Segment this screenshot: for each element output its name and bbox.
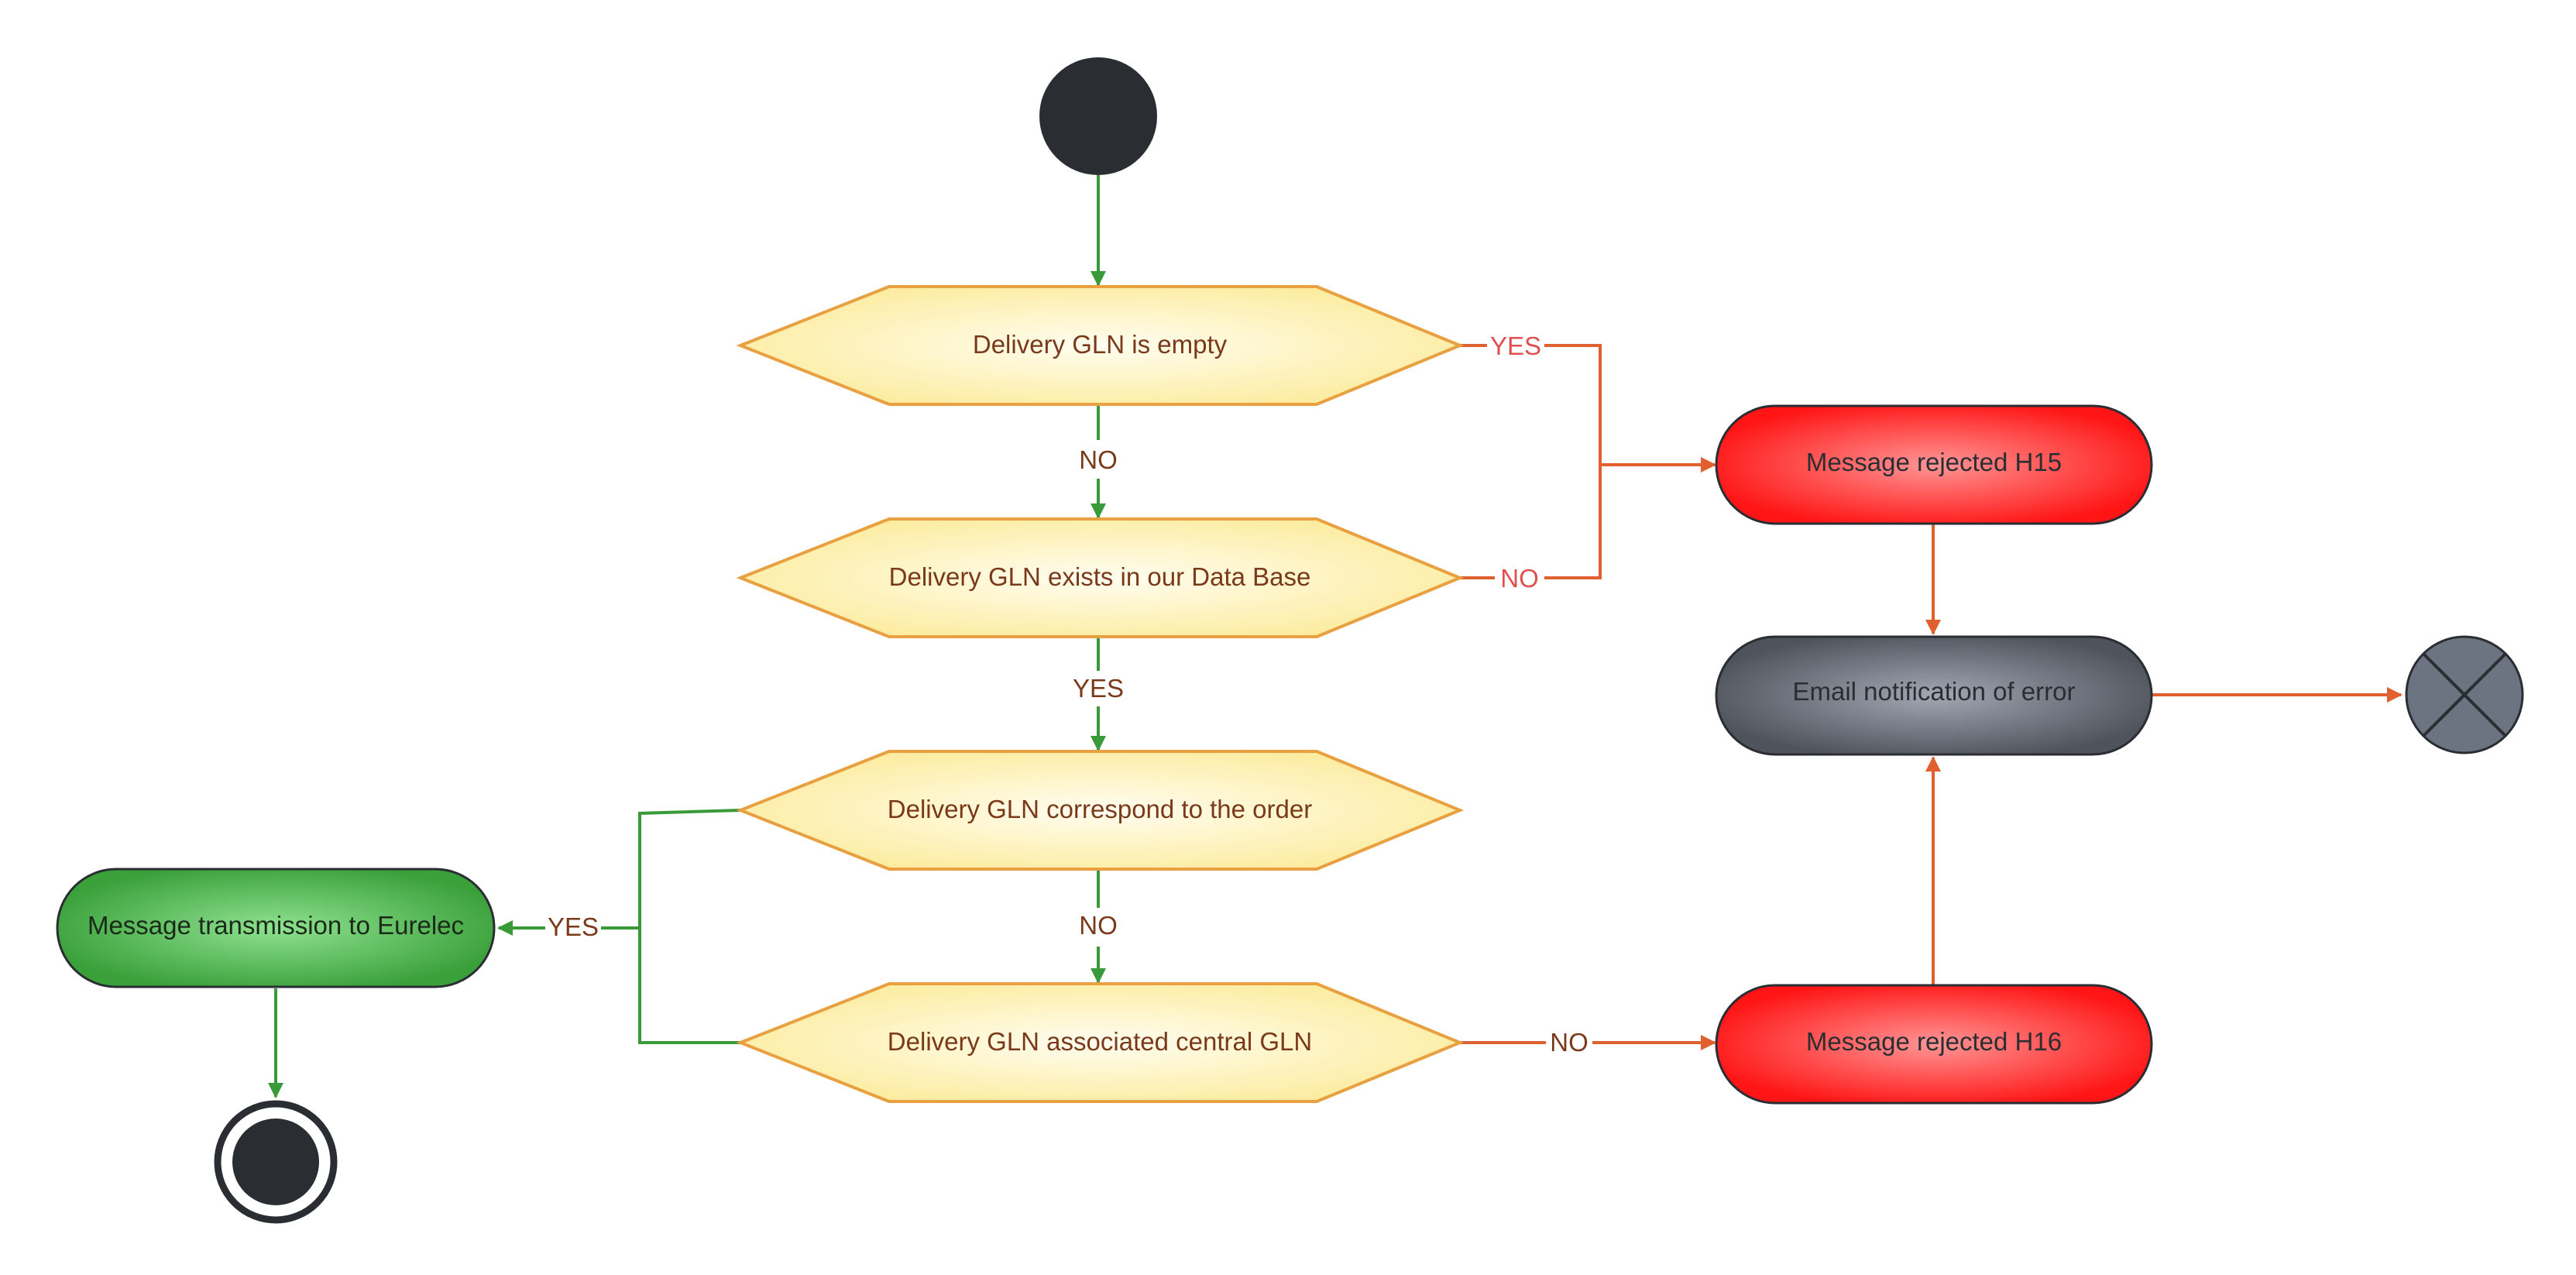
action-h16: Message rejected H16 [1715, 984, 2153, 1105]
decision-d2-label: Delivery GLN exists in our Data Base [889, 562, 1311, 591]
edge-d2-no-to-h15-tail [1544, 465, 1602, 579]
edge-d4-yes-branch [638, 928, 740, 1044]
action-email-label: Email notification of error [1793, 677, 2076, 706]
decision-d3: Delivery GLN correspond to the order [736, 750, 1465, 871]
decision-d1-label: Delivery GLN is empty [973, 330, 1228, 359]
action-h16-label: Message rejected H16 [1806, 1027, 2062, 1056]
decision-d2: Delivery GLN exists in our Data Base [736, 517, 1465, 638]
edge-d3-yes-branch [638, 809, 741, 928]
edge-label-d1-no: NO [1079, 445, 1118, 474]
decision-d4-label: Delivery GLN associated central GLN [888, 1027, 1312, 1056]
edge-d1-yes-to-h15-tail [1544, 344, 1602, 465]
edge-label-d1-yes: YES [1490, 332, 1541, 360]
decision-d4: Delivery GLN associated central GLN [736, 982, 1465, 1103]
flow-final-icon [2405, 635, 2524, 754]
edge-label-d4-no: NO [1550, 1028, 1589, 1057]
final-node-icon [214, 1100, 338, 1224]
action-email: Email notification of error [1715, 635, 2153, 756]
initial-node-icon [1039, 57, 1157, 175]
action-transmit-label: Message transmission to Eurelec [88, 911, 464, 940]
decision-d3-label: Delivery GLN correspond to the order [888, 795, 1312, 823]
edge-label-d2-no: NO [1500, 564, 1539, 593]
action-h15: Message rejected H15 [1715, 404, 2153, 525]
edge-label-d2-yes: YES [1073, 674, 1124, 703]
edge-label-transmit-yes: YES [548, 912, 599, 941]
edge-label-d3-no: NO [1079, 911, 1118, 940]
action-transmit: Message transmission to Eurelec [56, 868, 496, 988]
decision-d1: Delivery GLN is empty [736, 285, 1465, 406]
action-h15-label: Message rejected H15 [1806, 448, 2062, 476]
